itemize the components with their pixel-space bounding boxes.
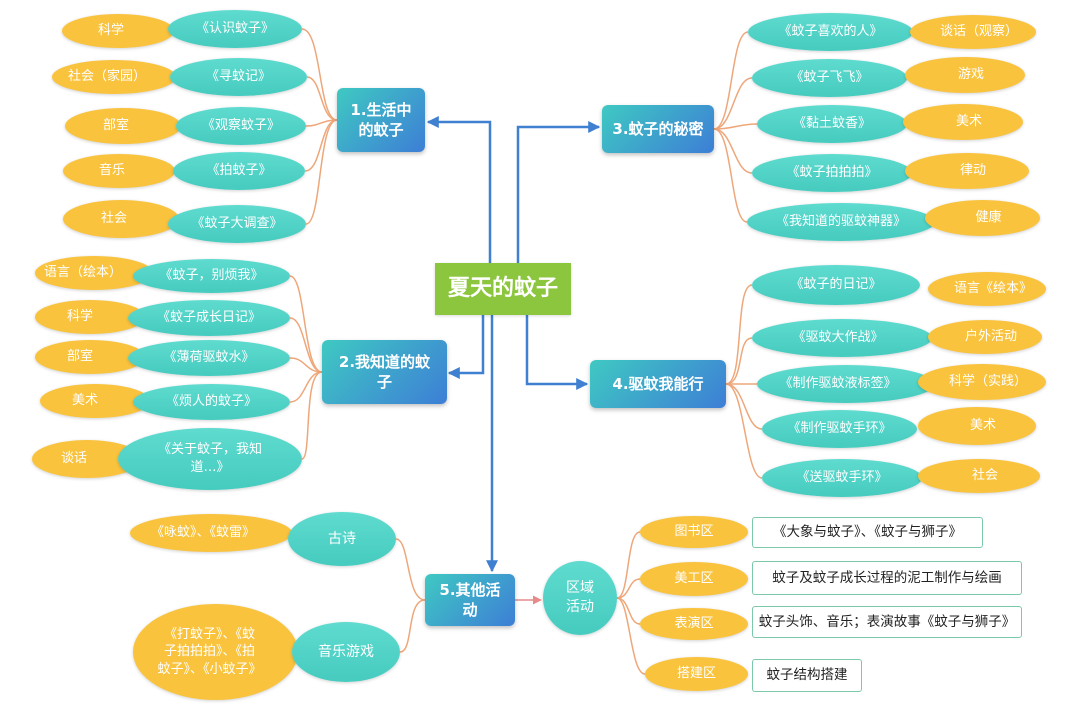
activity-pill: 《蚊子拍拍拍》 — [752, 154, 912, 192]
arrow-center-to-branch-3 — [516, 121, 601, 263]
subject-pill: 社会 — [63, 200, 179, 238]
connector-line — [713, 77, 753, 130]
activity-pill: 《拍蚊子》 — [173, 152, 305, 190]
area-name-pill: 表演区 — [640, 608, 748, 640]
activity-pill: 《薄荷驱蚊水》 — [128, 340, 290, 376]
branch-1-node: 1.生活中 的蚊子 — [337, 88, 425, 152]
poetry-works-pill: 《咏蚊》、《蚊雷》 — [130, 514, 292, 552]
subject-pill: 社会 — [918, 459, 1040, 493]
connector-line — [289, 275, 323, 373]
activity-pill: 《蚊子飞飞》 — [752, 59, 907, 97]
activity-pill: 《蚊子喜欢的人》 — [748, 13, 913, 51]
connector-line — [713, 123, 758, 130]
arrow-center-to-branch-4 — [525, 315, 589, 390]
arrow-center-to-branch-1 — [426, 116, 492, 263]
connector-line — [616, 578, 641, 599]
branch-4-node: 4.驱蚊我能行 — [590, 360, 726, 408]
area-name-pill: 图书区 — [640, 516, 748, 548]
connector-line — [616, 597, 646, 675]
activity-pill: 《观察蚊子》 — [176, 107, 306, 145]
connector-line — [305, 119, 338, 225]
area-name-pill: 搭建区 — [645, 657, 748, 691]
subject-pill: 社会（家园） — [52, 60, 176, 94]
activity-pill: 《我知道的驱蚊神器》 — [747, 203, 935, 241]
subject-pill: 科学（实践） — [918, 364, 1046, 400]
activity-pill: 《制作驱蚊手环》 — [762, 410, 917, 448]
subject-pill: 部室 — [35, 340, 145, 374]
subject-pill: 科学 — [62, 14, 174, 48]
activity-pill: 《烦人的蚊子》 — [133, 384, 290, 420]
connector-line — [289, 317, 323, 373]
subject-pill: 科学 — [35, 300, 145, 334]
activity-pill: 《制作驱蚊液标签》 — [757, 365, 935, 403]
subject-pill: 部室 — [65, 108, 181, 144]
connector-line — [399, 599, 426, 653]
area-name-pill: 美工区 — [640, 562, 748, 596]
subject-pill: 游戏 — [905, 57, 1025, 93]
subject-pill: 谈话（观察） — [910, 15, 1036, 49]
connector-line — [395, 538, 426, 601]
poetry-node: 古诗 — [288, 512, 396, 566]
activity-pill: 《黏土蚊香》 — [757, 105, 907, 143]
subject-pill: 健康 — [925, 200, 1040, 236]
area-content-box: 蚊子结构搭建 — [752, 659, 862, 692]
area-content-box: 蚊子头饰、音乐；表演故事《蚊子与狮子》 — [752, 606, 1022, 638]
subject-pill: 美术 — [918, 407, 1036, 445]
activity-pill: 《寻蚊记》 — [170, 58, 307, 96]
connector-line — [289, 371, 323, 403]
activity-pill: 《蚊子，别烦我》 — [133, 259, 290, 293]
subject-pill: 音乐 — [63, 154, 175, 188]
subject-pill: 律动 — [905, 153, 1029, 189]
area-content-box: 《大象与蚊子》、《蚊子与狮子》 — [752, 517, 983, 548]
music-games-works-pill: 《打蚊子》、《蚊 子拍拍拍》、《拍 蚊子》、《小蚊子》 — [133, 604, 298, 700]
connector-line — [301, 371, 323, 460]
subject-pill: 语言《绘本》 — [928, 272, 1046, 306]
area-activities-node: 区域 活动 — [543, 561, 617, 635]
area-content-box: 蚊子及蚊子成长过程的泥工制作与绘画 — [752, 561, 1022, 595]
connector-line — [713, 128, 748, 223]
connector-line — [725, 337, 753, 385]
music-games-node: 音乐游戏 — [292, 622, 400, 682]
activity-pill: 《蚊子成长日记》 — [128, 300, 290, 336]
subject-pill: 美术 — [40, 384, 150, 418]
central-topic: 夏天的蚊子 — [435, 263, 571, 315]
connector-line — [289, 357, 323, 373]
connector-line — [713, 31, 749, 130]
activity-pill: 《认识蚊子》 — [168, 10, 302, 48]
activity-pill: 《关于蚊子，我知 道…》 — [118, 428, 302, 490]
branch-3-node: 3.蚊子的秘密 — [602, 105, 714, 153]
connector-line — [713, 128, 753, 174]
branch-5-node: 5.其他活 动 — [425, 574, 515, 626]
connector-line — [725, 383, 763, 430]
connector-line — [306, 76, 338, 121]
branch-2-node: 2.我知道的蚊 子 — [322, 340, 447, 404]
activity-pill: 《蚊子大调查》 — [168, 205, 306, 243]
subject-pill: 美术 — [903, 104, 1023, 140]
subject-pill: 户外活动 — [928, 320, 1042, 354]
connector-line — [725, 284, 753, 385]
connector-line — [616, 531, 641, 599]
activity-pill: 《驱蚊大作战》 — [752, 319, 932, 357]
connector-line — [301, 28, 338, 121]
connector-line — [725, 383, 763, 479]
activity-pill: 《送驱蚊手环》 — [762, 459, 922, 497]
activity-pill: 《蚊子的日记》 — [752, 265, 920, 305]
arrow-center-to-branch-2 — [447, 315, 485, 379]
connector-line — [616, 597, 641, 625]
